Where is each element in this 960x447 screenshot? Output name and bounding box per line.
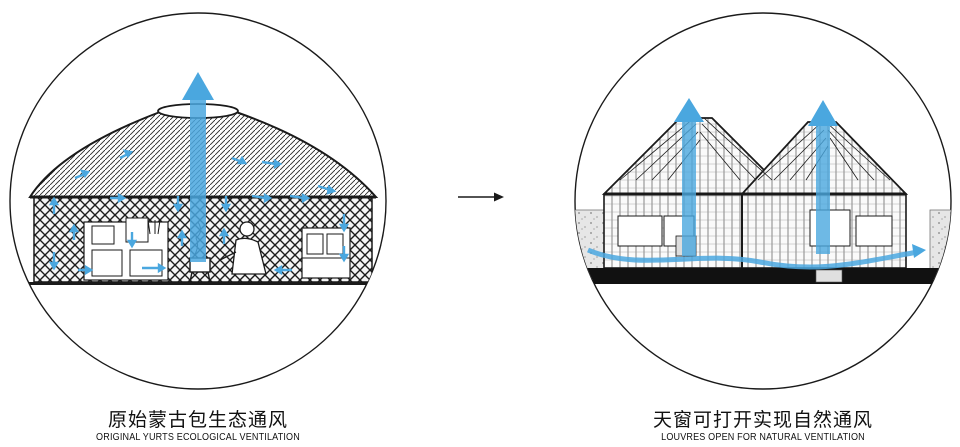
right-stack-arrow bbox=[808, 100, 838, 254]
yurt-furniture-left bbox=[83, 217, 169, 281]
yurt-updraft-arrow bbox=[182, 72, 214, 262]
cross-ventilation-arrow bbox=[587, 244, 926, 270]
yurt-ground bbox=[10, 282, 386, 285]
left-caption-zh: 原始蒙古包生态通风 bbox=[107, 409, 288, 431]
yurt-person bbox=[219, 221, 267, 275]
louvre-building-panel bbox=[574, 12, 952, 390]
right-caption-en: LOUVRES OPEN FOR NATURAL VENTILATION bbox=[661, 431, 865, 443]
yurt-furniture-right bbox=[301, 227, 351, 279]
left-caption-en: ORIGINAL YURTS ECOLOGICAL VENTILATION bbox=[96, 431, 300, 443]
yurt-panel bbox=[9, 12, 387, 390]
left-stack-arrow bbox=[674, 98, 704, 256]
yurt-airflow-arrows bbox=[48, 149, 350, 276]
right-arrow-icon bbox=[458, 192, 504, 202]
right-caption-zh: 天窗可打开实现自然通风 bbox=[652, 409, 873, 431]
building-ground-slab bbox=[575, 268, 951, 284]
